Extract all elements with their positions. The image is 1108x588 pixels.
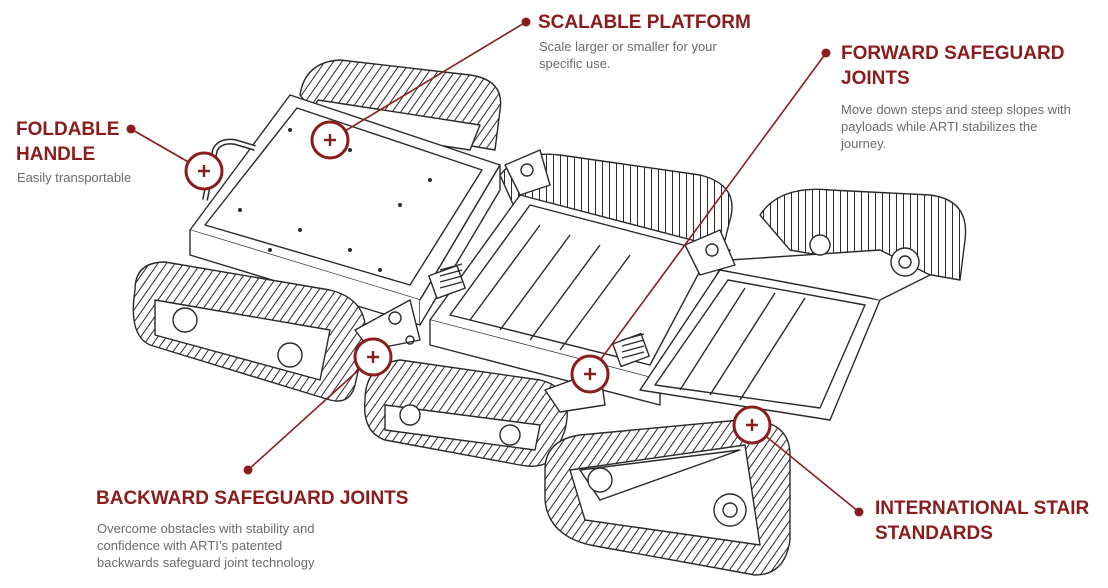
hotspot-foldable-handle[interactable]: [185, 152, 223, 190]
robot-illustration: [132, 59, 967, 576]
plus-icon: [732, 405, 772, 445]
callout-title-forward-safeguard-joints: FORWARD SAFEGUARD JOINTS: [841, 43, 1065, 89]
plus-icon: [353, 337, 393, 377]
leader-lines: [130, 21, 860, 513]
callout-title-backward-safeguard-joints: BACKWARD SAFEGUARD JOINTS: [96, 488, 409, 509]
callout-title-scalable-platform: SCALABLE PLATFORM: [538, 12, 751, 33]
callout-desc-backward-safeguard-joints: Overcome obstacles with stability and co…: [97, 521, 315, 570]
callout-desc-forward-safeguard-joints: Move down steps and steep slopes with pa…: [841, 102, 1071, 151]
callout-desc-foldable-handle: Easily transportable: [17, 170, 132, 185]
leader-dot-foldable-handle: [126, 124, 136, 134]
leader-dot-backward-safeguard-joints: [243, 465, 253, 475]
hotspot-scalable-platform[interactable]: [311, 121, 349, 159]
callout-title-international-stair-standards: INTERNATIONAL STAIR STANDARDS: [875, 498, 1090, 544]
plus-icon: [570, 354, 610, 394]
hotspot-forward-safeguard-joints[interactable]: [571, 355, 609, 393]
hotspot-international-stair-standards[interactable]: [733, 406, 771, 444]
callout-desc-scalable-platform: Scale larger or smaller for your specifi…: [539, 39, 717, 71]
hotspot-backward-safeguard-joints[interactable]: [354, 338, 392, 376]
plus-icon: [310, 120, 350, 160]
leader-dot-forward-safeguard-joints: [821, 48, 831, 58]
leader-dots: [126, 17, 864, 517]
leader-dot-international-stair-standards: [854, 507, 864, 517]
leader-dot-scalable-platform: [521, 17, 531, 27]
hotspot-markers: [184, 120, 772, 445]
plus-icon: [184, 151, 224, 191]
callout-title-foldable-handle: FOLDABLE HANDLE: [16, 119, 120, 165]
